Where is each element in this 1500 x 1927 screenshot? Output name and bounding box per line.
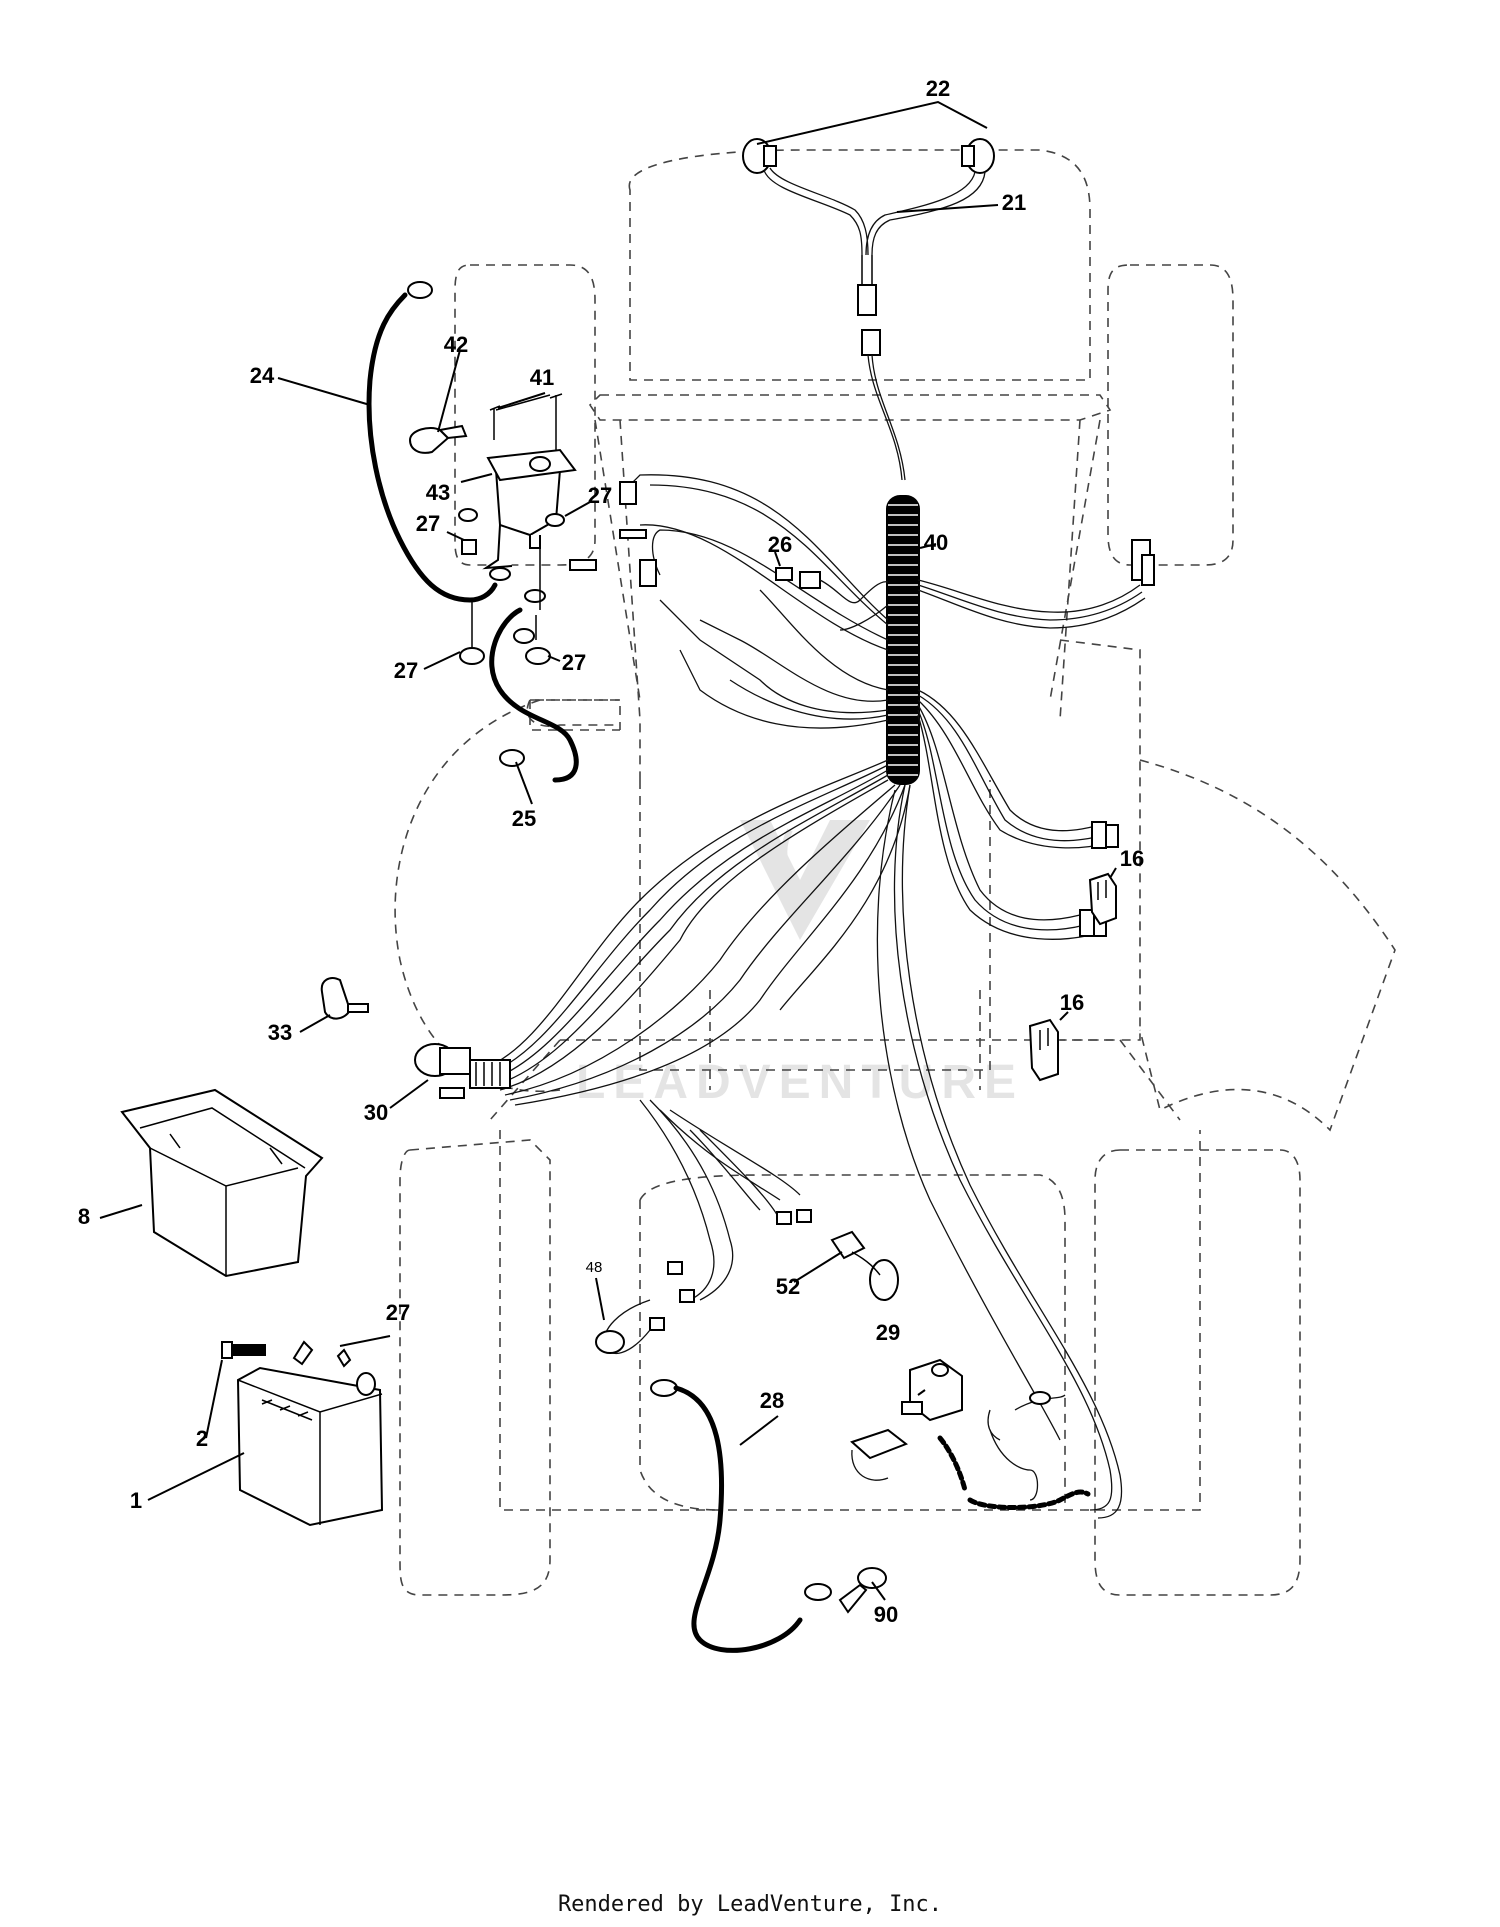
- callout-41: 41: [530, 365, 554, 390]
- callout-33: 33: [268, 1020, 292, 1045]
- callout-27-lower-right: 27: [562, 650, 586, 675]
- callout-52: 52: [776, 1274, 800, 1299]
- callout-25: 25: [512, 806, 536, 831]
- footer-credit: Rendered by LeadVenture, Inc.: [557, 1892, 943, 1917]
- callout-27-lower-left: 27: [394, 658, 418, 683]
- callout-8: 8: [78, 1204, 90, 1229]
- battery: [221, 1340, 384, 1527]
- callout-16-lower: 16: [1060, 990, 1084, 1015]
- callout-26: 26: [768, 532, 792, 557]
- part-48: [595, 1330, 625, 1354]
- solenoid-assembly: [408, 393, 577, 665]
- callout-22: 22: [926, 76, 950, 101]
- fuse-holder: [830, 1230, 899, 1301]
- callout-30: 30: [364, 1100, 388, 1125]
- ground-cable: [650, 1379, 832, 1653]
- watermark-text: LEADVENTURE: [576, 1056, 1024, 1109]
- callout-28: 28: [760, 1388, 784, 1413]
- callout-90: 90: [874, 1602, 898, 1627]
- callout-2: 2: [196, 1426, 208, 1451]
- callout-labels: 22 21 24 42 41 43 27 27 27 27 40 26 25 1…: [78, 76, 1144, 1627]
- watermark: LEADVENTURE: [576, 820, 1024, 1109]
- terminal-boot: [838, 1567, 887, 1614]
- seat-switch: [850, 1358, 1091, 1510]
- callout-29: 29: [876, 1320, 900, 1345]
- switch-16-upper: [1088, 872, 1117, 926]
- headlight-assembly: [742, 138, 995, 481]
- battery-cables: [366, 281, 579, 783]
- callout-27-left: 27: [416, 511, 440, 536]
- tractor-outline: [394, 149, 1396, 1596]
- callout-42: 42: [444, 332, 468, 357]
- callout-16-upper: 16: [1120, 846, 1144, 871]
- harness-spiral: [886, 495, 920, 785]
- callout-27-right: 27: [588, 483, 612, 508]
- switch-16-lower: [1028, 1018, 1059, 1082]
- callout-24: 24: [250, 363, 275, 388]
- ignition-key: [320, 977, 369, 1020]
- callout-21: 21: [1002, 190, 1026, 215]
- callout-40: 40: [924, 530, 948, 555]
- callout-1: 1: [130, 1488, 142, 1513]
- callout-48: 48: [586, 1259, 603, 1276]
- callout-27-battery: 27: [386, 1300, 410, 1325]
- leader-lines: [99, 100, 1117, 1601]
- ignition-switch: [414, 1043, 511, 1099]
- battery-tray: [120, 1088, 324, 1278]
- harness-wires: [479, 474, 1155, 1519]
- callout-43: 43: [426, 480, 450, 505]
